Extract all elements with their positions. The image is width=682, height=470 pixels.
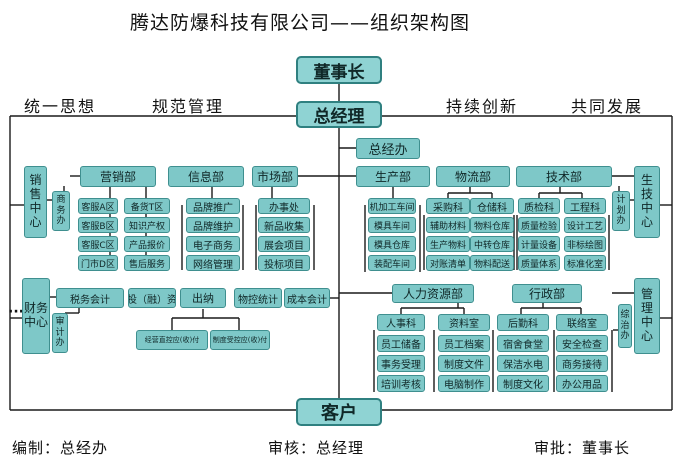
slogan-standardize: 规范管理	[152, 97, 225, 116]
quality-head-box: 质检科	[518, 198, 560, 214]
records-item: 制度文件	[438, 355, 490, 372]
marketing-item: 售后服务	[124, 255, 170, 271]
records-head-box: 资料室	[438, 314, 490, 331]
quality-item: 质量体系	[518, 255, 560, 271]
engineering-item: 标准化室	[564, 255, 606, 271]
logistics-support-item: 制度文化	[497, 375, 549, 392]
admin-center-box: 管理中心	[634, 278, 660, 354]
engineering-item: 设计工艺	[564, 217, 606, 233]
liaison-item: 办公用品	[556, 375, 608, 392]
personnel-head-box: 人事科	[377, 314, 425, 331]
production-dept-box: 生产部	[356, 166, 430, 187]
finance-center-box: 财务中心	[22, 278, 50, 354]
cost-accounting-box: 成本会计	[284, 288, 330, 308]
investment-box: 投（融）资	[128, 288, 176, 308]
personnel-item: 事务受理	[377, 355, 425, 372]
logistics-support-item: 保洁水电	[497, 355, 549, 372]
marketing-item: 产品报价	[124, 236, 170, 252]
cashier-box: 出纳	[180, 288, 226, 308]
quality-item: 质量检验	[518, 217, 560, 233]
footer-approver: 审批：董事长	[534, 439, 631, 457]
warehouse-item: 中转仓库	[470, 236, 514, 252]
warehouse-item: 物料配送	[470, 255, 514, 271]
purchasing-item: 辅助材料	[426, 217, 470, 233]
personnel-item: 员工储备	[377, 335, 425, 352]
customer-box: 客户	[296, 398, 382, 426]
purchasing-item: 对账清单	[426, 255, 470, 271]
planning-office-box: 计划办	[612, 191, 630, 231]
production-item: 装配车间	[368, 255, 416, 271]
commerce-office-box: 商务办	[52, 191, 70, 231]
personnel-item: 培训考核	[377, 375, 425, 392]
marketing-item: 客服B区	[78, 217, 118, 233]
production-center-box: 生技中心	[634, 166, 660, 238]
slogan-innovate: 持续创新	[446, 97, 519, 116]
production-item: 机加工车间	[368, 198, 416, 214]
market-item: 投标项目	[258, 255, 310, 271]
tax-accounting-box: 税务会计	[56, 288, 124, 308]
info-item: 网络管理	[186, 255, 240, 271]
info-item: 品牌维护	[186, 217, 240, 233]
marketing-item: 门市D区	[78, 255, 118, 271]
marketing-item: 客服C区	[78, 236, 118, 252]
info-item: 电子商务	[186, 236, 240, 252]
gm-office-box: 总经办	[356, 138, 420, 159]
cashier-subitem: 制度受控应(收)付	[210, 330, 270, 350]
general-office-box: 综治办	[618, 304, 632, 348]
chairman-box: 董事长	[296, 56, 382, 84]
market-item: 办事处	[258, 198, 310, 214]
purchasing-item: 生产物料	[426, 236, 470, 252]
liaison-item: 商务接待	[556, 355, 608, 372]
records-item: 电脑制作	[438, 375, 490, 392]
records-item: 员工档案	[438, 335, 490, 352]
cashier-subitem: 经营直控应(收)付	[136, 330, 208, 350]
liaison-head-box: 联络室	[556, 314, 608, 331]
general-manager-box: 总经理	[296, 101, 382, 128]
slogan-develop: 共同发展	[571, 97, 644, 116]
liaison-item: 安全检查	[556, 335, 608, 352]
engineering-item: 非标绘图	[564, 236, 606, 252]
footer-author: 编制：总经办	[12, 439, 109, 457]
footer-reviewer: 审核：总经理	[268, 439, 365, 457]
tech-dept-box: 技术部	[516, 166, 612, 187]
ellipsis: ···	[8, 304, 24, 320]
quality-item: 计量设备	[518, 236, 560, 252]
engineering-head-box: 工程科	[564, 198, 606, 214]
admin-dept-box: 行政部	[512, 284, 582, 303]
logistics-support-item: 宿舍食堂	[497, 335, 549, 352]
production-item: 模具仓库	[368, 236, 416, 252]
info-dept-box: 信息部	[168, 166, 244, 187]
marketing-item: 客服A区	[78, 198, 118, 214]
market-item: 新品收集	[258, 217, 310, 233]
audit-office-box: 审计办	[52, 313, 68, 353]
market-item: 展会项目	[258, 236, 310, 252]
material-stat-box: 物控统计	[234, 288, 282, 308]
logistics-support-head-box: 后勤科	[497, 314, 549, 331]
slogan-unify: 统一思想	[24, 97, 97, 116]
logistics-dept-box: 物流部	[436, 166, 510, 187]
production-item: 模具车间	[368, 217, 416, 233]
info-item: 品牌推广	[186, 198, 240, 214]
warehouse-head-box: 仓储科	[470, 198, 514, 214]
sales-center-box: 销售中心	[24, 166, 47, 238]
page-title: 腾达防爆科技有限公司——组织架构图	[130, 12, 471, 34]
warehouse-item: 物料仓库	[470, 217, 514, 233]
hr-dept-box: 人力资源部	[392, 284, 474, 303]
purchasing-head-box: 采购科	[426, 198, 470, 214]
marketing-item: 知识产权	[124, 217, 170, 233]
marketing-dept-box: 营销部	[80, 166, 156, 187]
marketing-item: 备货T区	[124, 198, 170, 214]
market-dept-box: 市场部	[252, 166, 298, 187]
